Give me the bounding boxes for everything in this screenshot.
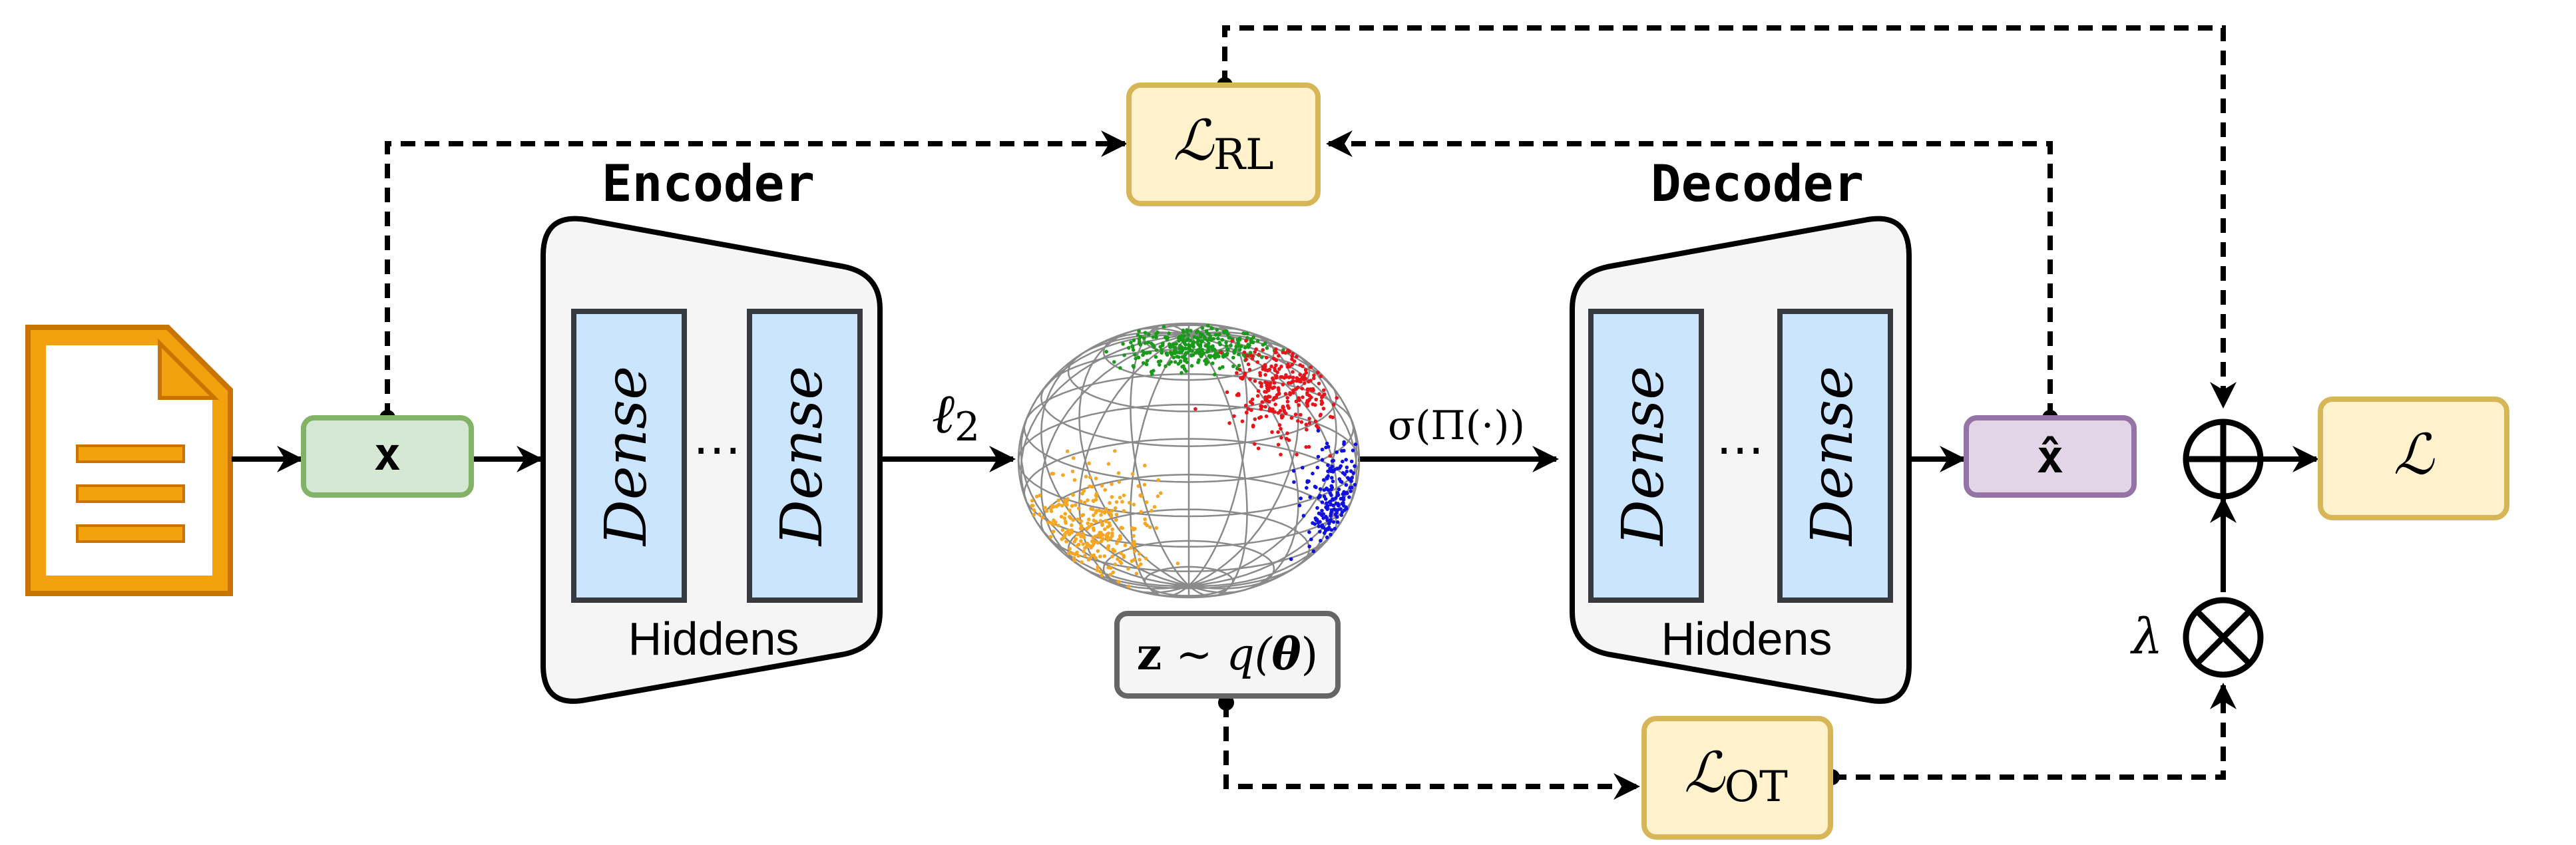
edge-output-to-loss-rl [1326, 130, 2053, 418]
loss-ot-label: ℒOT [1684, 740, 1788, 812]
input-node: x [301, 415, 474, 498]
loss-ot-node: ℒOT [1641, 716, 1833, 840]
loss-rl-label: ℒRL [1173, 108, 1273, 180]
decoder-dense-left [1588, 309, 1704, 603]
sigma-label: σ(Π(·)) [1388, 403, 1525, 449]
latent-label: z ∼ q(θ) [1137, 628, 1319, 680]
encoder-dense-left-label: Dense [593, 366, 660, 547]
encoder: Encoder Dense Dense ⋯ Hiddens [540, 154, 883, 704]
edge-latent-to-loss-ot [1223, 703, 1640, 800]
cluster-blue [1289, 428, 1358, 562]
decoder-dense-left-label: Dense [1610, 366, 1677, 547]
decoder-dense-right [1777, 309, 1893, 603]
encoder-dense-right-label: Dense [769, 366, 835, 547]
sum-operator-icon [2183, 419, 2264, 500]
edge-loss-ot-to-times [1832, 683, 2237, 780]
encoder-dense-right [747, 309, 863, 603]
edge-input-to-loss-rl [385, 130, 1128, 418]
l2-label: ℓ2 [932, 383, 980, 450]
decoder-dense-right-label: Dense [1799, 366, 1866, 547]
product-operator-icon [2183, 597, 2264, 678]
latent-variable: z ∼ q(θ) [1114, 611, 1341, 699]
decoder-hidden-label: Hiddens [1661, 613, 1832, 665]
encoder-hidden-label: Hiddens [628, 613, 799, 665]
decoder-title: Decoder [1651, 154, 1864, 213]
document-icon [25, 325, 233, 596]
cluster-green [1104, 323, 1291, 377]
encoder-title: Encoder [602, 154, 815, 213]
encoder-ellipsis: ⋯ [693, 423, 741, 476]
loss-total-label: ℒ [2394, 422, 2435, 487]
encoder-dense-left [571, 309, 687, 603]
input-label: x [374, 428, 401, 481]
cluster-orange [1030, 449, 1180, 589]
decoder: Decoder Dense Dense ⋯ Hiddens [1570, 154, 1912, 704]
edge-loss-rl-to-sum [1222, 25, 2237, 409]
lambda-label: λ [2130, 608, 2163, 665]
output-node: x̂ [1964, 415, 2137, 498]
loss-total-node: ℒ [2318, 397, 2509, 520]
hypersphere [1017, 322, 1361, 599]
decoder-ellipsis: ⋯ [1716, 423, 1764, 476]
cluster-red [1193, 339, 1339, 458]
loss-rl-node: ℒRL [1126, 83, 1321, 206]
output-label: x̂ [2037, 431, 2064, 484]
